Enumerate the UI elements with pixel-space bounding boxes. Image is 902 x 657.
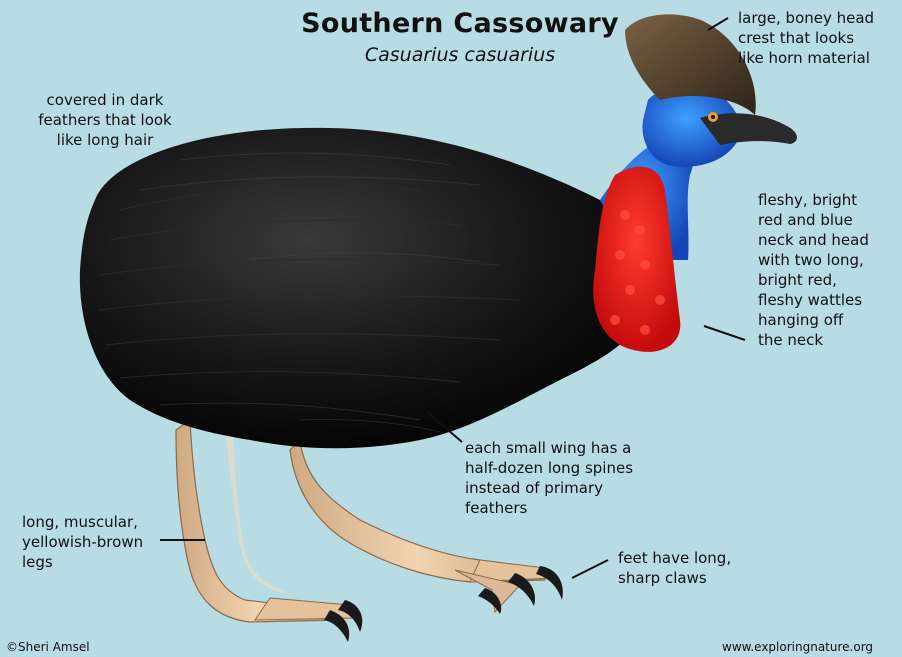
label-neck: fleshy, bright red and blue neck and hea… <box>758 190 898 350</box>
label-legs: long, muscular, yellowish-brown legs <box>22 512 172 572</box>
neck-pointer <box>704 326 745 340</box>
feet-pointer <box>572 560 608 578</box>
label-feathers: covered in dark feathers that look like … <box>20 90 190 150</box>
artist-credit: ©Sheri Amsel <box>6 640 90 654</box>
diagram-title: Southern Cassowary <box>250 8 670 39</box>
website-credit: www.exploringnature.org <box>722 640 873 654</box>
label-feet: feet have long, sharp claws <box>618 548 778 588</box>
crest-pointer <box>708 18 728 30</box>
label-wing: each small wing has a half-dozen long sp… <box>465 438 675 518</box>
neck-and-wattles <box>593 137 693 352</box>
scientific-name: Casuarius casuarius <box>250 44 670 66</box>
label-crest: large, boney head crest that looks like … <box>738 8 898 68</box>
body-plumage <box>80 128 653 448</box>
